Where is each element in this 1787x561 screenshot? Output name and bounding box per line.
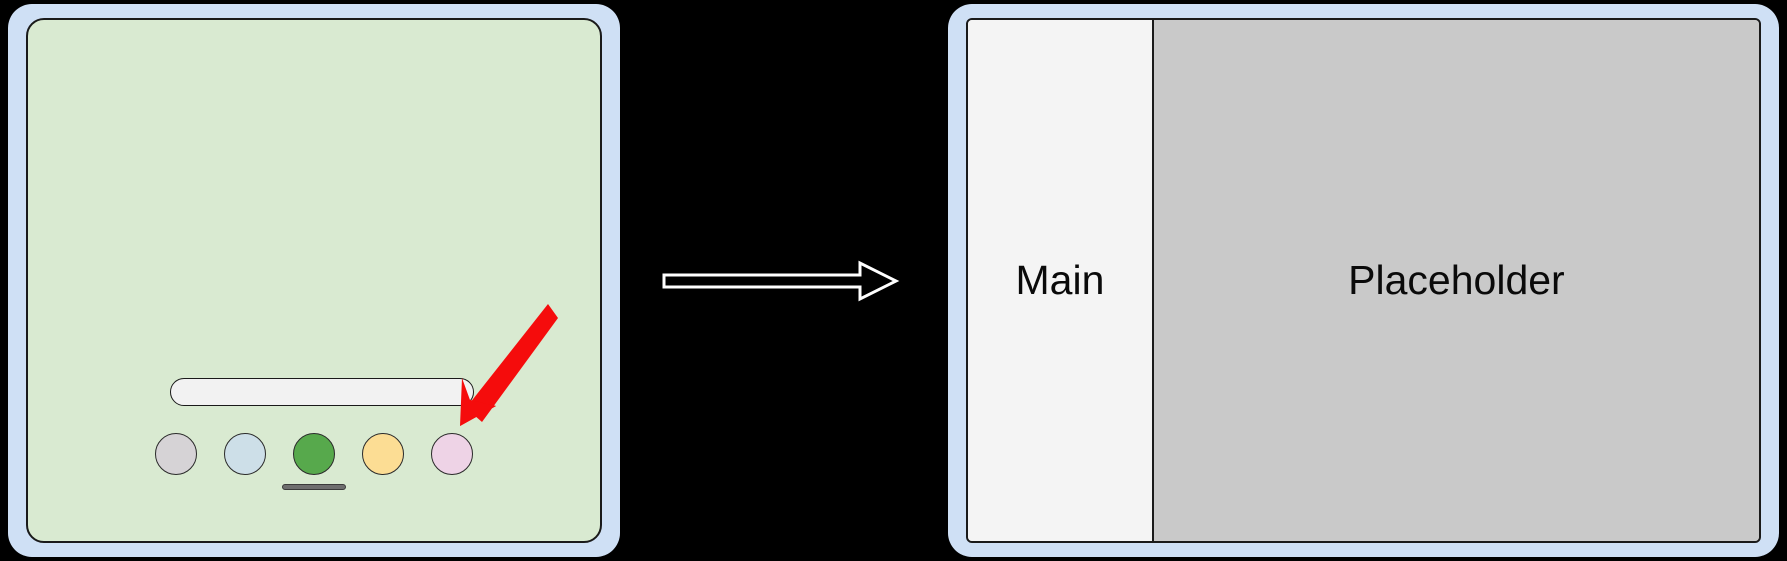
dot-gray[interactable] bbox=[155, 433, 197, 475]
pane-placeholder-label: Placeholder bbox=[1348, 257, 1565, 303]
tablet-before-screen bbox=[26, 18, 602, 543]
dot-yellow[interactable] bbox=[362, 433, 404, 475]
dot-green[interactable] bbox=[293, 433, 335, 475]
pane-main[interactable]: Main bbox=[968, 20, 1154, 541]
tablet-before bbox=[8, 4, 620, 557]
dot-blue[interactable] bbox=[224, 433, 266, 475]
dot-pink[interactable] bbox=[431, 433, 473, 475]
pane-placeholder[interactable]: Placeholder bbox=[1153, 20, 1759, 541]
tablet-after: Main Placeholder bbox=[948, 4, 1779, 557]
home-indicator bbox=[282, 484, 346, 490]
transition-arrow-icon bbox=[662, 260, 900, 302]
search-input[interactable] bbox=[170, 378, 474, 406]
pane-main-label: Main bbox=[1015, 257, 1105, 303]
dot-row bbox=[28, 433, 600, 475]
tablet-after-screen: Main Placeholder bbox=[966, 18, 1761, 543]
